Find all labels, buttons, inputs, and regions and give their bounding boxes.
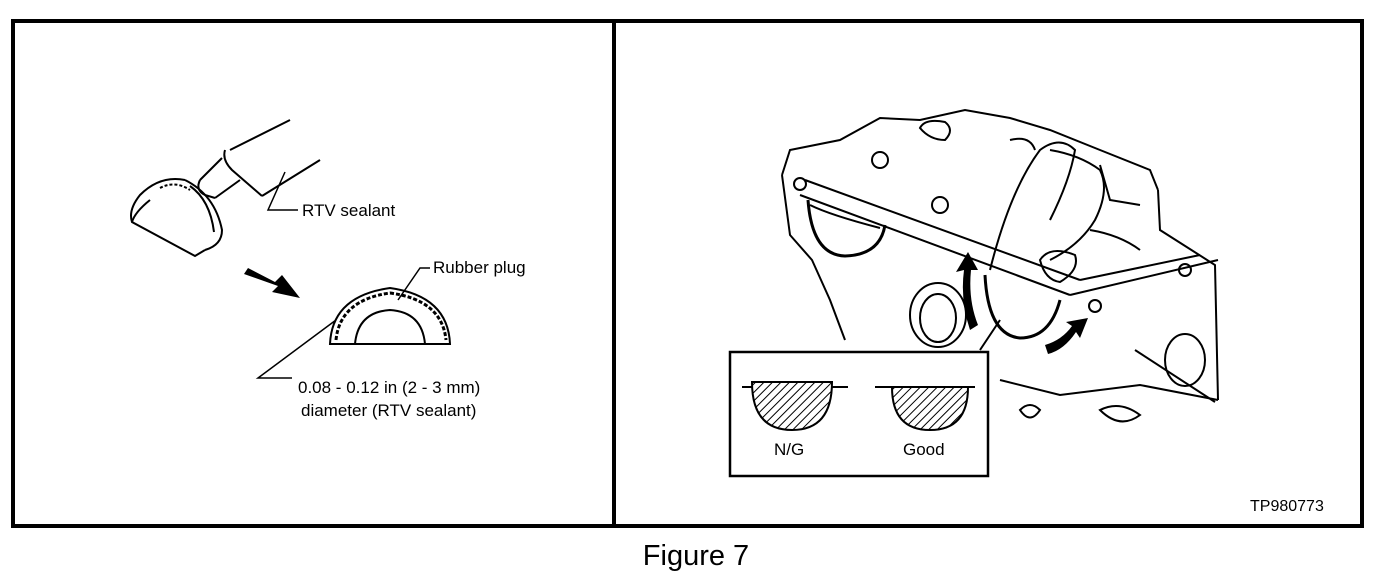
inset-good-illustration	[875, 386, 975, 432]
figure-code-label: TP980773	[1250, 498, 1324, 515]
direction-arrow-icon	[244, 268, 300, 298]
sealant-tube-illustration	[130, 119, 321, 258]
rtv-leader-line	[266, 171, 298, 211]
rubber-plug-illustration	[328, 286, 452, 345]
outer-frame	[11, 19, 1364, 528]
bead-size-label-line2: diameter (RTV sealant)	[301, 401, 477, 420]
inset-leader-line	[979, 319, 1001, 351]
engine-block-illustration	[781, 108, 1219, 423]
rubber-plug-leader-line	[397, 267, 430, 301]
figure-caption: Figure 7	[642, 540, 750, 572]
bead-size-leader-line	[255, 319, 337, 379]
inset-ng-illustration	[742, 381, 848, 432]
inset-good-label: Good	[903, 440, 945, 459]
rtv-sealant-label: RTV sealant	[302, 201, 396, 220]
inset-ng-label: N/G	[774, 440, 805, 459]
bead-size-label-line1: 0.08 - 0.12 in (2 - 3 mm)	[298, 378, 481, 397]
rubber-plug-label: Rubber plug	[433, 258, 526, 277]
rotation-arrows-icon	[956, 252, 1088, 354]
